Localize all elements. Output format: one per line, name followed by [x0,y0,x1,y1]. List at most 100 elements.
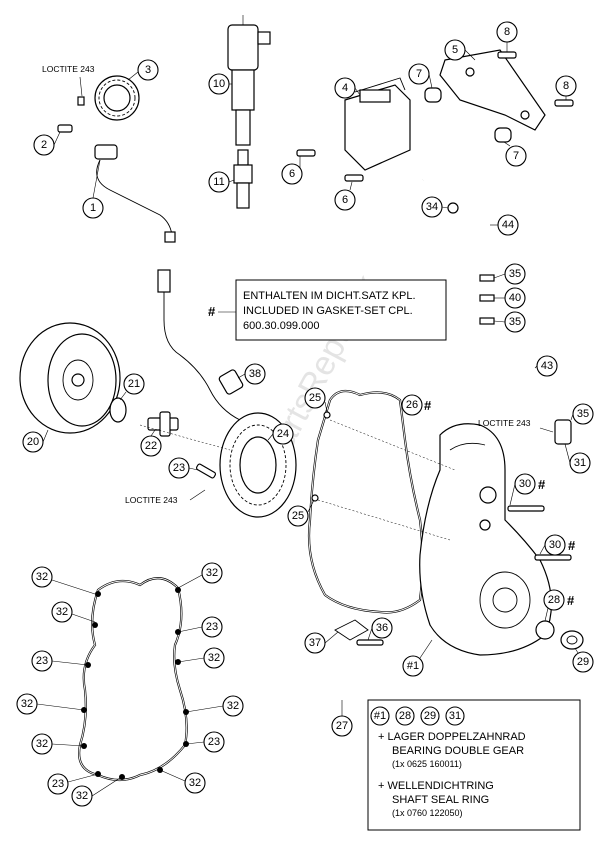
part-callout: 30 [514,473,536,495]
svg-text:40: 40 [509,292,521,304]
part-callout: 23 [31,650,53,672]
svg-text:1: 1 [90,202,96,214]
part-callout: 34 [421,196,443,218]
loctite-label-1: LOCTITE 243 [42,64,95,74]
loctite-label-2: LOCTITE 243 [125,495,178,505]
part-callout: 22 [140,435,162,457]
part-callout: 3 [137,59,159,81]
gasket-note-line1: ENTHALTEN IM DICHT.SATZ KPL. [243,290,416,302]
svg-text:30: 30 [519,478,531,490]
svg-text:29: 29 [424,710,436,722]
part-callout: 32 [31,733,53,755]
part-callout: 44 [497,214,519,236]
svg-text:3: 3 [145,64,151,76]
svg-text:30: 30 [549,539,561,551]
svg-text:#1: #1 [407,660,419,672]
part-callout: 32 [184,772,206,794]
svg-text:23: 23 [52,778,64,790]
svg-text:8: 8 [504,26,510,38]
gasket-bolt-holes [81,587,189,780]
svg-text:32: 32 [76,790,88,802]
svg-text:28: 28 [399,710,411,722]
leader-lines [36,42,579,797]
legend-item1-de: + LAGER DOPPELZAHNRAD [378,731,526,743]
part-callout: 43 [536,355,558,377]
part-callout: 32 [51,601,73,623]
svg-text:2: 2 [41,139,47,151]
svg-text:35: 35 [577,408,589,420]
svg-text:28: 28 [548,594,560,606]
cdi-unit-part [344,77,411,171]
loctite-label-3: LOCTITE 243 [478,418,531,428]
part-callout: 7 [408,63,430,85]
legend-part-callout: 28 [395,706,415,726]
part-callout: 20 [22,431,44,453]
svg-text:8: 8 [563,80,569,92]
svg-text:43: 43 [541,360,553,372]
stator-cable-part [157,269,241,421]
svg-text:6: 6 [342,194,348,206]
part-callout: 8 [496,21,518,43]
svg-text:35: 35 [509,316,521,328]
legend-part-callout: #1 [370,706,390,726]
part-callout: 6 [334,189,356,211]
svg-text:38: 38 [249,368,261,380]
legend-item1-code: (1x 0625 160011) [392,759,462,769]
shaft-seal-part [535,620,555,640]
cover-gasket-part [307,389,424,614]
svg-text:32: 32 [36,738,48,750]
bracket-part [439,49,546,131]
svg-text:25: 25 [292,510,304,522]
part-callout: 23 [47,773,69,795]
svg-text:26: 26 [406,399,418,411]
part-callout: 37 [304,632,326,654]
plug-part [554,419,572,445]
screw-part [497,51,517,59]
rubber-damper-part [424,87,442,103]
part-callout: 35 [572,403,594,425]
svg-text:23: 23 [206,621,218,633]
svg-text:44: 44 [502,219,514,231]
hash-symbol: # [567,593,575,608]
legend-part-callout: 31 [445,706,465,726]
part-callout: 32 [71,785,93,807]
hash-symbol: # [538,477,546,492]
svg-text:37: 37 [309,637,321,649]
svg-text:5: 5 [452,44,458,56]
svg-text:32: 32 [206,567,218,579]
part-callout: 32 [16,693,38,715]
leader-line [189,489,206,501]
part-callout: 24 [272,423,294,445]
part-callout: 32 [201,562,223,584]
hose-clamp-part [447,202,459,214]
cable-clip-part [334,619,384,646]
bolt-part [147,411,179,437]
svg-text:32: 32 [208,652,220,664]
part-callout: 2 [33,134,55,156]
washer-part [77,96,85,106]
svg-text:21: 21 [128,378,140,390]
svg-text:22: 22 [145,440,157,452]
part-callout: 32 [31,566,53,588]
dowel-pin-part [323,411,331,419]
part-callout: 38 [244,363,266,385]
hash-symbol: # [208,304,216,319]
legend-item1-en: BEARING DOUBLE GEAR [392,745,524,757]
part-callout: 4 [334,77,356,99]
screw-part [296,149,316,157]
part-callout: #1 [402,655,424,677]
svg-text:23: 23 [208,736,220,748]
screw-part [57,124,73,133]
part-callout: 29 [572,651,594,673]
part-callout: 23 [201,616,223,638]
cable-grommet-part [218,369,244,395]
washer-part [109,397,127,423]
svg-text:7: 7 [416,68,422,80]
part-callout: 30 [544,534,566,556]
dowel-pin-part [311,494,319,502]
spark-plug-part [233,149,253,209]
part-callout: 40 [504,287,526,309]
legend-part-callout: 29 [420,706,440,726]
part-callout: 32 [203,647,225,669]
part-callout: 6 [281,163,303,185]
